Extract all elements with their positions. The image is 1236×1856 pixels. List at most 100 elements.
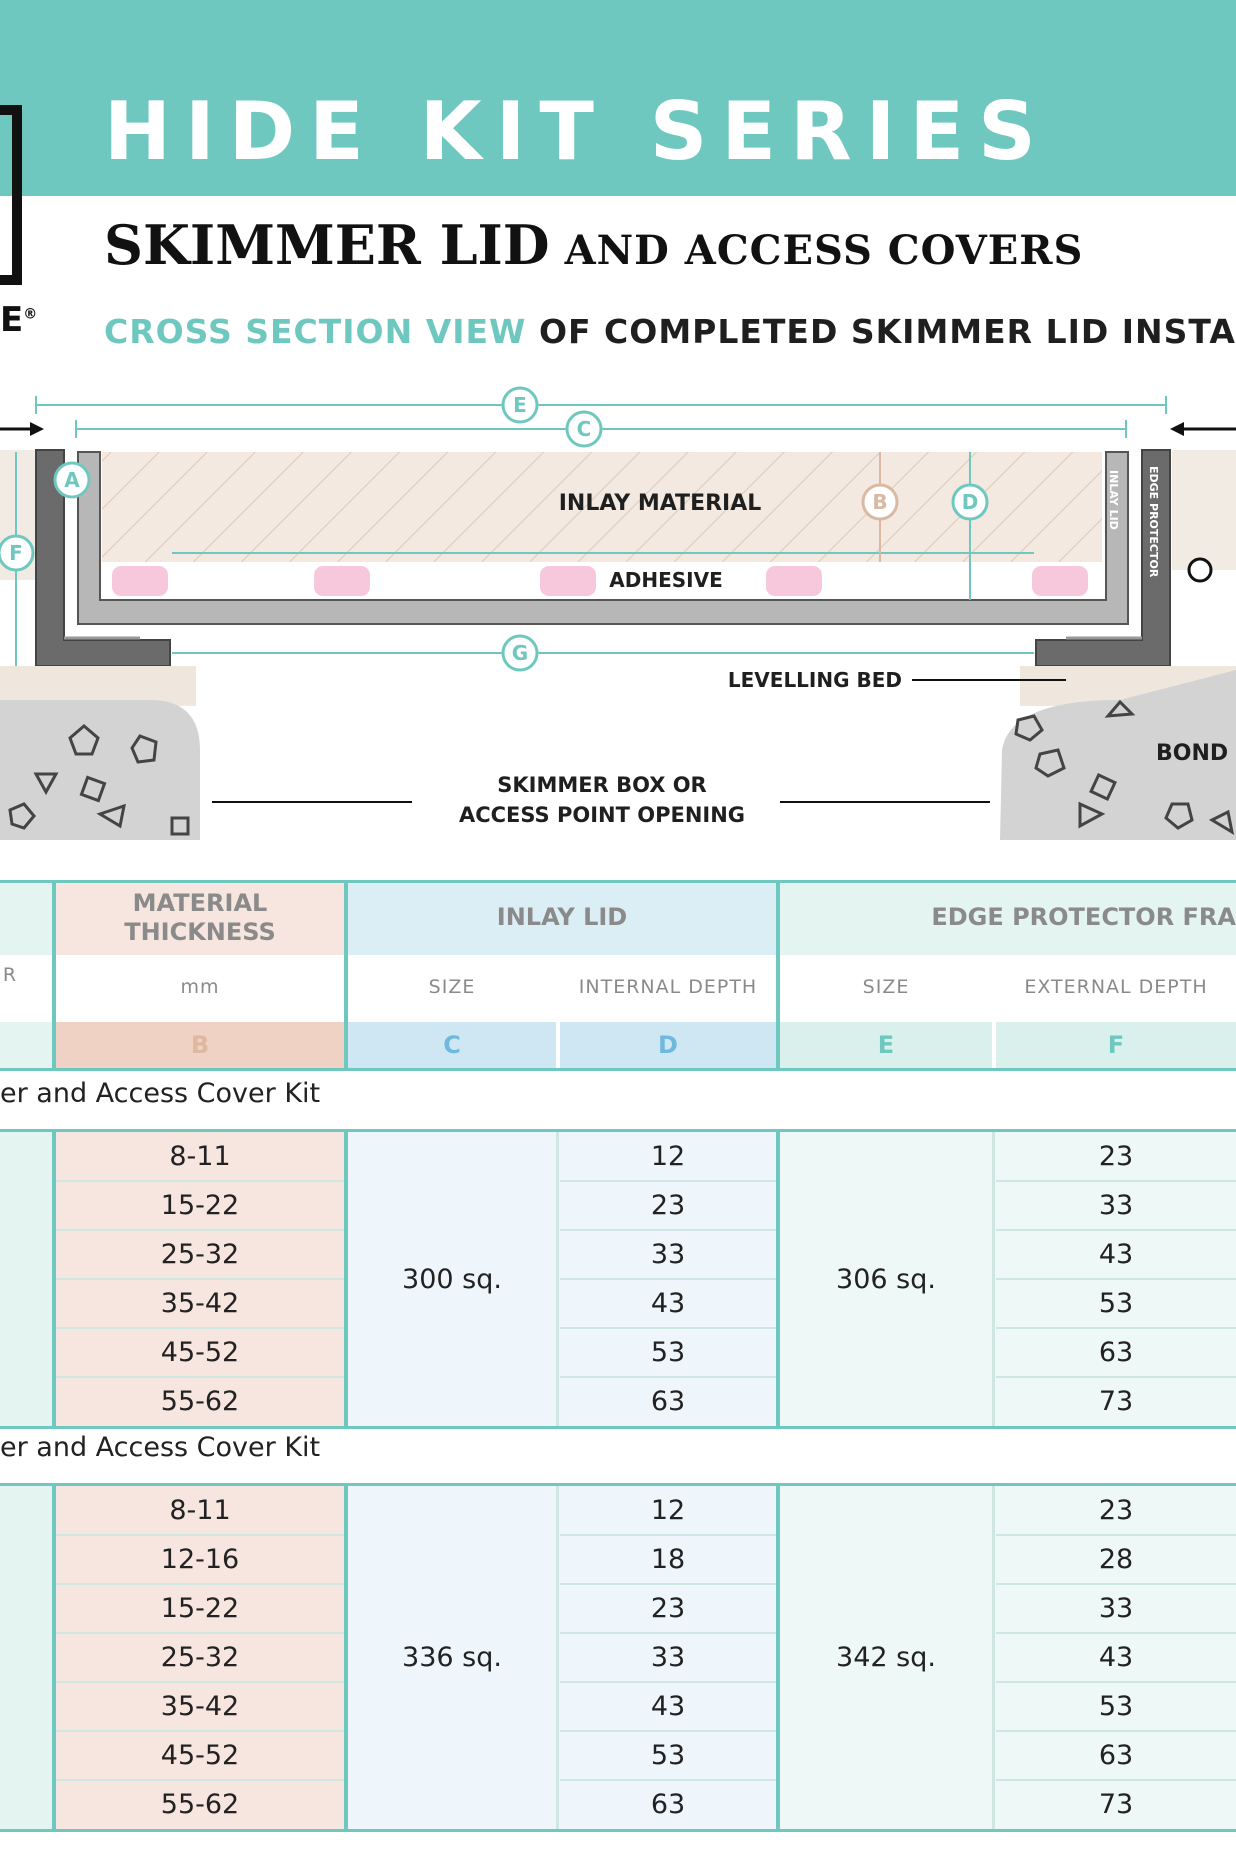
title-banner bbox=[0, 0, 1236, 196]
row-divider bbox=[560, 1632, 776, 1634]
row-divider bbox=[996, 1681, 1236, 1683]
logo-text: E® bbox=[0, 300, 38, 340]
inner-col-sep bbox=[992, 1230, 995, 1279]
inner-col-sep bbox=[992, 1731, 995, 1780]
row-divider bbox=[56, 1376, 344, 1378]
internal-depth-cell: 23 bbox=[650, 1190, 686, 1221]
external-depth-cell: 33 bbox=[1098, 1593, 1134, 1624]
row-divider bbox=[560, 1681, 776, 1683]
kit2-left-col bbox=[0, 1486, 52, 1829]
row-divider bbox=[996, 1180, 1236, 1182]
row-divider bbox=[56, 1180, 344, 1182]
thickness-cell: 8-11 bbox=[169, 1495, 231, 1526]
svg-text:D: D bbox=[962, 490, 979, 514]
svg-text:B: B bbox=[872, 490, 887, 514]
thickness-cell: 45-52 bbox=[160, 1337, 240, 1368]
marker-g: G bbox=[501, 634, 539, 672]
inner-col-sep bbox=[556, 1584, 559, 1633]
opening-label-line1: SKIMMER BOX OR bbox=[497, 773, 706, 797]
internal-depth-cell: 63 bbox=[650, 1386, 686, 1417]
series-title: HIDE KIT SERIES bbox=[104, 85, 1050, 178]
col-sep bbox=[776, 1486, 780, 1829]
row-rule bbox=[0, 1129, 1236, 1132]
kit1-lid-size: 300 sq. bbox=[402, 1263, 502, 1295]
inlay-lid-header: INLAY LID bbox=[348, 880, 776, 955]
row-divider bbox=[996, 1229, 1236, 1231]
row-divider bbox=[996, 1583, 1236, 1585]
thickness-cell: 15-22 bbox=[160, 1593, 240, 1624]
letter-d: D bbox=[560, 1022, 776, 1068]
row-divider bbox=[996, 1376, 1236, 1378]
row-rule bbox=[0, 1829, 1236, 1832]
inner-col-sep bbox=[556, 1731, 559, 1780]
marker-f: F bbox=[0, 534, 35, 572]
edge-size-subheader: SIZE bbox=[862, 976, 910, 999]
external-depth-cell: 23 bbox=[1098, 1495, 1134, 1526]
col-sep bbox=[344, 1486, 348, 1829]
inner-col-sep bbox=[992, 1328, 995, 1377]
thickness-cell: 55-62 bbox=[160, 1789, 240, 1820]
internal-depth-cell: 43 bbox=[650, 1691, 686, 1722]
edge-protector-header: EDGE PROTECTOR FRA bbox=[780, 880, 1236, 955]
inner-col-sep bbox=[556, 1780, 559, 1829]
inner-col-sep bbox=[556, 1535, 559, 1584]
letter-f: F bbox=[996, 1022, 1236, 1068]
inner-col-sep bbox=[556, 1132, 559, 1181]
col-sep bbox=[52, 1486, 56, 1829]
lid-depth-subheader: INTERNAL DEPTH bbox=[578, 976, 758, 999]
row-divider bbox=[996, 1534, 1236, 1536]
svg-text:E: E bbox=[513, 393, 527, 417]
row-divider bbox=[56, 1779, 344, 1781]
levelling-bed-label: LEVELLING BED bbox=[728, 668, 902, 692]
kit1-left-col bbox=[0, 1132, 52, 1426]
marker-a: A bbox=[53, 461, 91, 499]
row-divider bbox=[560, 1534, 776, 1536]
letter-c: C bbox=[348, 1022, 556, 1068]
internal-depth-cell: 12 bbox=[650, 1141, 686, 1172]
cross-section-diagram: E C A B D F G INLAY MATERIAL ADHESIVE LE… bbox=[0, 386, 1236, 840]
internal-depth-cell: 18 bbox=[650, 1544, 686, 1575]
inner-col-sep bbox=[556, 1230, 559, 1279]
inlay-material-area bbox=[102, 452, 1102, 562]
row-divider bbox=[56, 1534, 344, 1536]
col-sep bbox=[52, 880, 56, 1068]
inner-col-sep bbox=[556, 1486, 559, 1535]
marker-c: C bbox=[565, 410, 603, 448]
svg-text:A: A bbox=[64, 468, 80, 492]
kit-label-2: er and Access Cover Kit bbox=[0, 1432, 321, 1463]
row-divider bbox=[560, 1376, 776, 1378]
row-rule bbox=[0, 1068, 1236, 1071]
svg-text:G: G bbox=[512, 641, 528, 665]
row-divider bbox=[560, 1180, 776, 1182]
opening-label-line2: ACCESS POINT OPENING bbox=[459, 803, 745, 827]
kit2-thickness-col bbox=[56, 1486, 344, 1829]
row-divider bbox=[996, 1278, 1236, 1280]
thickness-cell: 12-16 bbox=[160, 1544, 240, 1575]
row-divider bbox=[996, 1327, 1236, 1329]
page-subtitle: SKIMMER LID AND ACCESS COVERS bbox=[104, 213, 1084, 277]
logo-mark bbox=[0, 105, 22, 285]
dimension-e bbox=[35, 396, 1167, 414]
external-depth-cell: 73 bbox=[1098, 1789, 1134, 1820]
thickness-cell: 15-22 bbox=[160, 1190, 240, 1221]
row-rule bbox=[0, 1483, 1236, 1486]
row-divider bbox=[560, 1278, 776, 1280]
row-divider bbox=[996, 1730, 1236, 1732]
material-thickness-header: MATERIAL THICKNESS bbox=[56, 880, 344, 955]
row-divider bbox=[56, 1681, 344, 1683]
svg-text:F: F bbox=[9, 541, 23, 565]
inlay-lid-tray bbox=[77, 451, 1129, 625]
inner-col-sep bbox=[992, 1780, 995, 1829]
inner-col-sep bbox=[992, 1584, 995, 1633]
inner-col-sep bbox=[992, 1486, 995, 1535]
row-divider bbox=[560, 1327, 776, 1329]
row-rule bbox=[0, 880, 1236, 883]
col-sep bbox=[776, 880, 780, 1068]
edge-depth-subheader: EXTERNAL DEPTH bbox=[1024, 976, 1208, 999]
inner-col-sep bbox=[992, 1377, 995, 1426]
external-depth-cell: 53 bbox=[1098, 1288, 1134, 1319]
bond-marker bbox=[1187, 557, 1213, 583]
row-rule bbox=[0, 1426, 1236, 1429]
thickness-cell: 25-32 bbox=[160, 1642, 240, 1673]
internal-depth-cell: 12 bbox=[650, 1495, 686, 1526]
